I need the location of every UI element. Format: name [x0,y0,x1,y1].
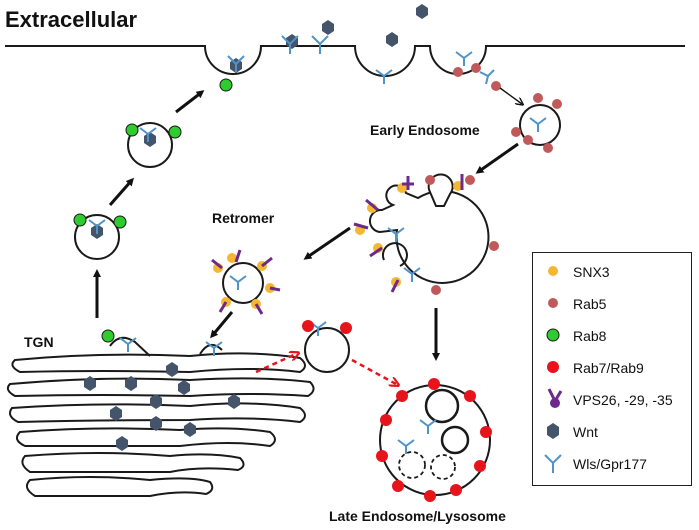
legend-label: Rab5 [573,296,607,312]
legend-label: Wnt [573,424,598,440]
arrow-endosome-to-retromer [303,226,351,260]
rab8-markers [73,78,233,343]
wls-receptors [88,35,547,454]
legend-item-rab5: Rab5 [533,289,691,319]
legend-label: Rab8 [573,328,607,344]
legend-label: VPS26, -29, -35 [573,392,673,408]
legend-label: Wls/Gpr177 [573,456,647,472]
rab7-markers [302,320,492,502]
legend-label: SNX3 [573,264,610,280]
label-early-endosome: Early Endosome [370,122,480,138]
tgn-stack [6,336,315,498]
brown-dot-icon [548,298,558,308]
legend-item-wls: Wls/Gpr177 [533,449,691,479]
orange-dot-icon [548,266,558,276]
arrow-tgn-to-transport-vesicle [255,354,296,374]
legend-item-rab8: Rab8 [533,321,691,351]
sorting-endosome [368,173,490,284]
arrow-vesicle-to-vesicle [108,177,134,206]
legend-item-vps: VPS26, -29, -35 [533,385,691,415]
receptor-icon [544,454,562,473]
red-dot-icon [547,361,559,373]
label-late-endosome: Late Endosome/Lysosome [329,508,506,524]
arrow-early-endosome-down [475,142,519,174]
legend-item-rab7: Rab7/Rab9 [533,353,691,383]
arrow-vesicle-to-membrane [175,90,205,114]
late-endosome-lysosome [379,384,491,496]
early-endosome-vesicle [519,104,561,146]
pathway-arrows [93,87,522,384]
green-dot-icon [546,328,560,342]
label-retromer: Retromer [212,210,275,226]
hexagon-icon [547,423,559,439]
arrow-membrane-to-early-endosome [499,87,522,104]
legend-item-wnt: Wnt [533,417,691,447]
vps-markers [211,174,464,315]
label-tgn: TGN [24,334,54,350]
retromer-vesicle [222,262,264,304]
label-extracellular: Extracellular [5,7,138,32]
rab5-markers [425,63,562,295]
arrow-retromer-to-tgn [210,311,234,339]
arrow-transport-to-lysosome [351,358,396,384]
legend-label: Rab7/Rab9 [573,360,644,376]
vps-icon [547,388,563,408]
legend-item-snx3: SNX3 [533,257,691,287]
transport-vesicle [304,327,350,373]
plasma-membrane [5,45,685,77]
legend: SNX3 Rab5 Rab8 Rab7/Rab9 VPS26, -29, -35… [532,252,692,486]
